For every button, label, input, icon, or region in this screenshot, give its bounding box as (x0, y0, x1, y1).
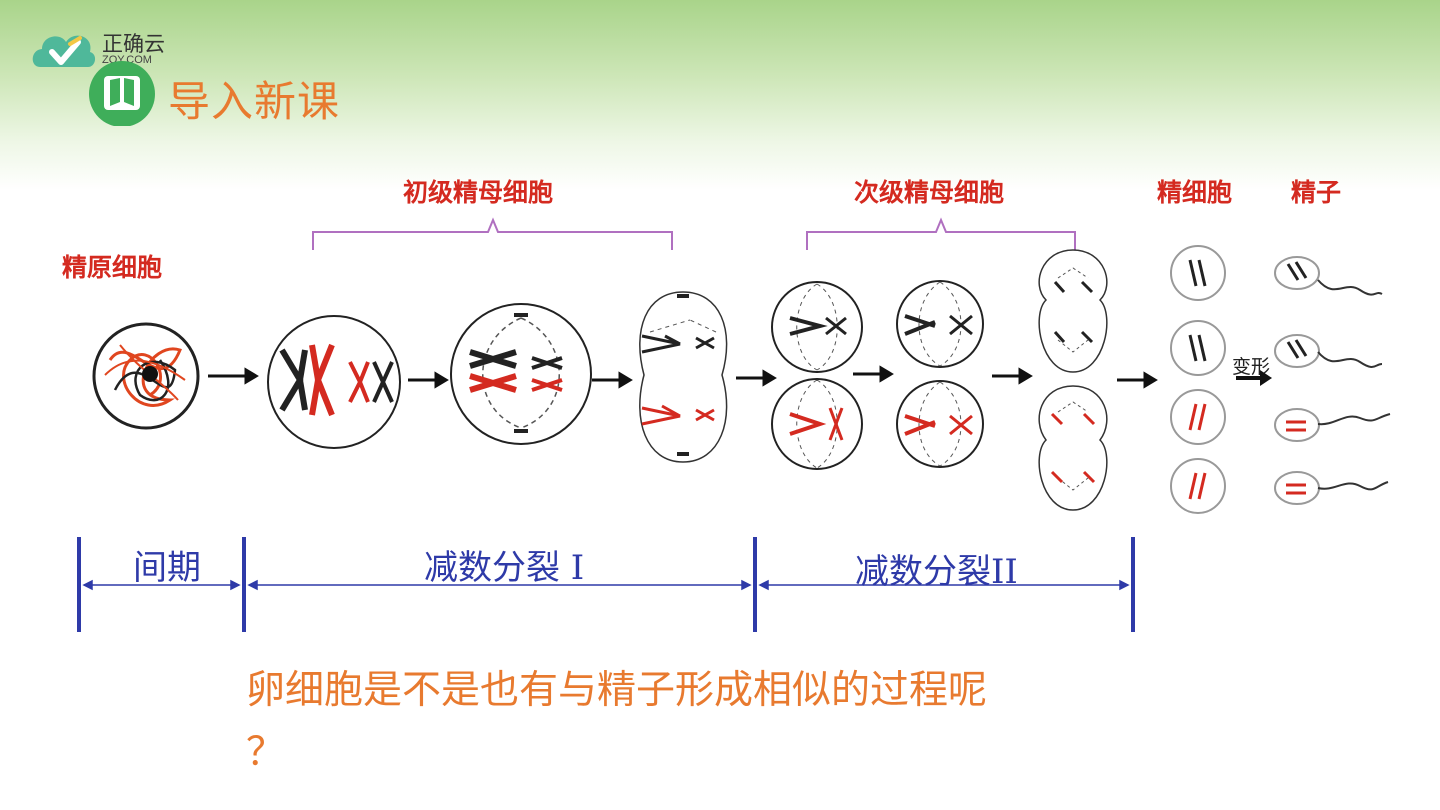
book-icon (89, 61, 155, 126)
cell-secondary-4 (896, 380, 984, 468)
sperm-cells (1274, 256, 1391, 505)
spermatid-cells (1170, 245, 1226, 514)
cell-secondary-2 (771, 378, 863, 470)
cell-secondary-3 (896, 280, 984, 368)
bracket-primary (312, 217, 673, 250)
arrows-row (208, 365, 1158, 389)
spermatogenesis-diagram: 精原细胞 初级精母细胞 次级精母细胞 精细胞 精子 变形 (62, 178, 1391, 632)
cell-secondary-dividing-bottom (1038, 385, 1108, 511)
section-title: 导入新课 (168, 77, 341, 126)
stage-timeline (77, 537, 1135, 632)
header-band (0, 0, 1440, 190)
brand-logo: 正确云 ZQY.COM (30, 22, 190, 82)
cell-primary-1 (267, 315, 401, 449)
stage-label-interphase: 间期 (133, 548, 201, 588)
cell-secondary-dividing-top (1038, 249, 1108, 373)
cloud-check-icon (32, 35, 96, 67)
cell-primary-2 (450, 303, 592, 445)
label-primary-spermatocyte: 初级精母细胞 (403, 178, 553, 207)
label-spermatogonium: 精原细胞 (62, 253, 162, 282)
question-text: 卵细胞是不是也有与精子形成相似的过程呢 ？ (246, 660, 1186, 784)
label-secondary-spermatocyte: 次级精母细胞 (854, 178, 1004, 207)
label-spermatid: 精细胞 (1157, 178, 1232, 207)
cell-spermatogonium (92, 322, 200, 430)
question-line-1: 卵细胞是不是也有与精子形成相似的过程呢 (246, 668, 988, 713)
question-line-2: ？ (246, 730, 286, 775)
arrow-transform (1236, 370, 1272, 386)
stage-label-meiosis-1: 减数分裂 I (424, 548, 585, 588)
brand-name: 正确云 (102, 32, 165, 56)
cell-primary-3 (639, 291, 728, 463)
cell-secondary-1 (771, 281, 863, 373)
label-sperm: 精子 (1291, 178, 1341, 207)
stage-label-meiosis-2: 减数分裂II (855, 552, 1018, 592)
bracket-secondary (806, 217, 1076, 250)
